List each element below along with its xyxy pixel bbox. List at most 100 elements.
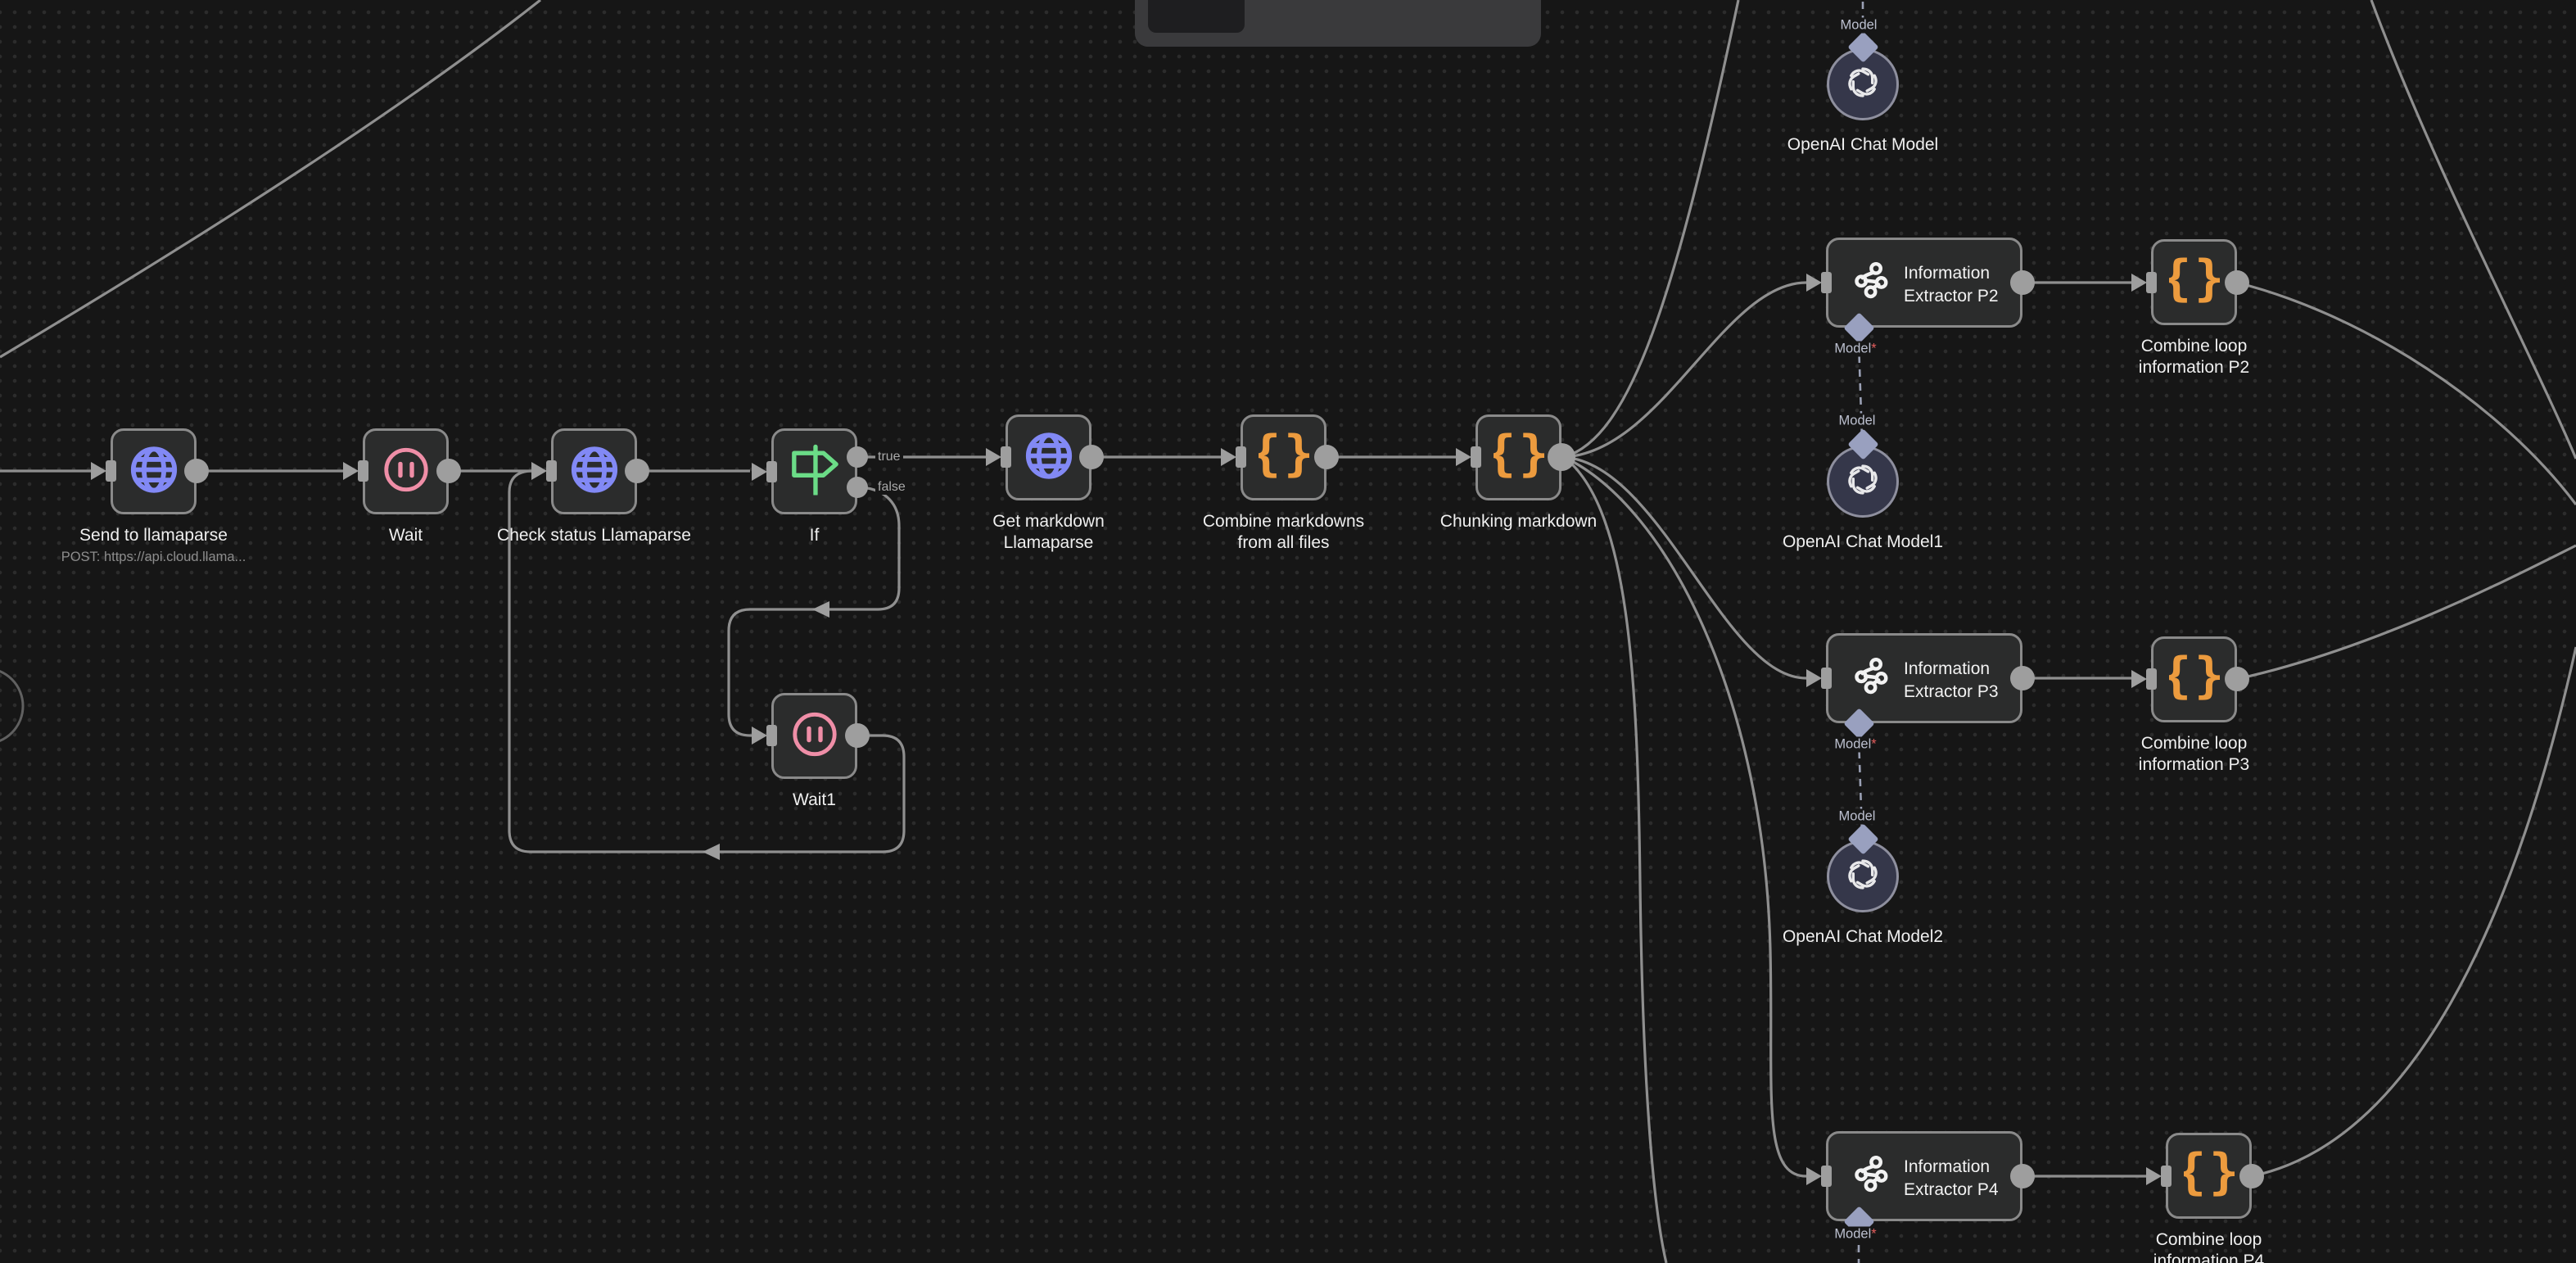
output-port-0[interactable]: [2239, 1164, 2264, 1188]
model-connection-model-link-p3[interactable]: [1857, 736, 1864, 835]
input-port[interactable]: [1471, 446, 1481, 468]
output-port-0[interactable]: [436, 459, 461, 483]
input-port-arrow[interactable]: [986, 448, 1001, 466]
connection-edge-combine-p3-to-right[interactable]: [2236, 544, 2576, 681]
output-port-0[interactable]: [2010, 1164, 2035, 1188]
output-port-0[interactable]: [2225, 667, 2249, 691]
model-connection-model-link-p2[interactable]: [1857, 341, 1864, 440]
output-port-0[interactable]: [1548, 443, 1575, 471]
connection-edge-combine-p2-to-right[interactable]: [2236, 281, 2576, 505]
input-port-arrow[interactable]: [1806, 274, 1822, 292]
molecule-icon: [1851, 260, 1894, 306]
input-port-arrow[interactable]: [1806, 1167, 1822, 1185]
node-inner-line: Information: [1904, 264, 1991, 283]
input-port[interactable]: [1821, 1166, 1832, 1187]
output-port-0[interactable]: [2010, 666, 2035, 690]
connection-edge-chunking-to-ie-p4[interactable]: [1563, 455, 1807, 1178]
input-port[interactable]: [1821, 668, 1832, 689]
connection-edge-chunking-fan-up[interactable]: [1563, 0, 1740, 459]
output-port-0[interactable]: [1079, 445, 1104, 469]
model-port-label-information-extractor-p3: Model*: [1832, 736, 1879, 753]
input-port-arrow[interactable]: [531, 462, 547, 480]
output-port-0[interactable]: [1314, 445, 1339, 469]
node-check-status-llamaparse[interactable]: Check status Llamaparse: [497, 428, 691, 545]
model-label-text: Model: [1838, 808, 1876, 824]
output-port-0[interactable]: [2010, 270, 2035, 295]
required-star: *: [1871, 1226, 1877, 1242]
output-port-1[interactable]: [847, 477, 868, 498]
edge-arrow: [812, 601, 829, 618]
node-label-openai-chat-model1: OpenAI Chat Model1: [1782, 532, 1944, 551]
svg-text:{}: {}: [2169, 255, 2220, 306]
input-port-arrow[interactable]: [752, 462, 767, 481]
input-port-arrow[interactable]: [752, 727, 767, 745]
output-port-0[interactable]: [625, 459, 649, 483]
partial-node-top[interactable]: [1135, 0, 1541, 47]
connection-edge-chunking-fan-down[interactable]: [1563, 455, 1668, 1263]
input-port-arrow[interactable]: [2146, 1167, 2162, 1185]
node-if[interactable]: If: [752, 428, 868, 545]
output-port-0[interactable]: [847, 446, 868, 468]
input-port[interactable]: [106, 460, 116, 482]
node-inner-line: Information: [1904, 1157, 1991, 1176]
node-wait[interactable]: Wait: [343, 428, 461, 545]
input-port-arrow[interactable]: [343, 462, 359, 480]
connection-edge-top-left-curve[interactable]: [0, 0, 541, 359]
connection-edge-chunking-to-ie-p2[interactable]: [1563, 281, 1807, 459]
input-port[interactable]: [766, 460, 777, 482]
model-port-label-model-link-top: Model: [1837, 17, 1880, 34]
node-inner-line: Information: [1904, 659, 1991, 678]
output-port-0[interactable]: [2225, 270, 2249, 295]
input-port-arrow[interactable]: [2131, 670, 2147, 688]
model-port-label-information-extractor-p4: Model*: [1832, 1226, 1879, 1243]
model-port-label-model-link-p2: Model: [1836, 413, 1878, 429]
node-wait1[interactable]: Wait1: [752, 693, 870, 809]
input-port-arrow[interactable]: [91, 462, 106, 480]
input-port[interactable]: [1236, 446, 1246, 468]
input-port-arrow[interactable]: [1456, 448, 1471, 466]
node-chunking-markdown[interactable]: {}Chunking markdown: [1440, 414, 1597, 531]
model-label-text: Model: [1834, 1226, 1872, 1242]
connection-edge-if-false-to-wait1[interactable]: [727, 486, 901, 737]
output-port-0[interactable]: [845, 723, 870, 748]
input-port[interactable]: [2146, 272, 2157, 293]
input-port-arrow[interactable]: [1221, 448, 1236, 466]
input-port-arrow[interactable]: [2131, 274, 2147, 292]
openai-icon: [1842, 459, 1883, 505]
node-label-combine-markdowns-from-all-files: Combine markdowns: [1202, 512, 1365, 531]
connection-edge-combine-p4-to-right[interactable]: [2251, 646, 2576, 1178]
node-inner-line: Extractor P3: [1904, 682, 1999, 701]
input-port-arrow[interactable]: [1806, 669, 1822, 687]
pause-icon: [789, 708, 840, 763]
required-star: *: [1871, 341, 1877, 356]
openai-icon: [1842, 854, 1883, 899]
required-star: *: [1871, 736, 1877, 752]
braces-icon: {}: [1485, 425, 1548, 485]
output-port-label-if-true: true: [875, 450, 903, 464]
input-port[interactable]: [2161, 1166, 2172, 1187]
model-label-text: Model: [1834, 341, 1872, 356]
input-port[interactable]: [1001, 446, 1011, 468]
edge-arrow: [703, 844, 720, 860]
svg-text:{}: {}: [2169, 652, 2220, 703]
input-port[interactable]: [546, 460, 557, 482]
node-label-check-status-llamaparse: Check status Llamaparse: [497, 526, 691, 545]
input-port[interactable]: [766, 725, 777, 746]
output-port-0[interactable]: [184, 459, 209, 483]
connection-edge-top-right-down[interactable]: [2370, 0, 2576, 459]
input-port[interactable]: [1821, 272, 1832, 293]
connection-edge-chunking-to-ie-p3[interactable]: [1563, 455, 1807, 680]
input-port[interactable]: [2146, 668, 2157, 690]
input-port[interactable]: [358, 460, 368, 482]
